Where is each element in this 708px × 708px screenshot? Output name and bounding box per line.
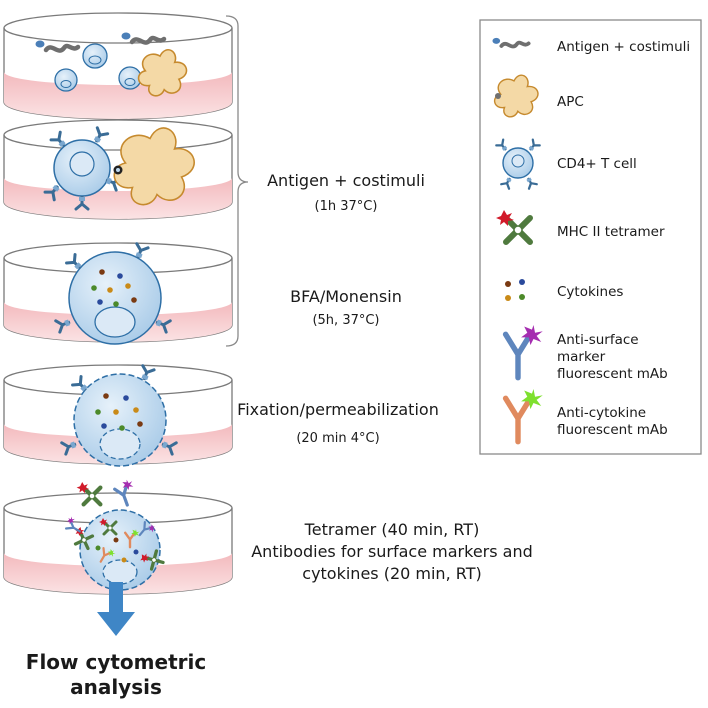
legend-item-cytokines: Cytokines bbox=[505, 279, 623, 301]
cytokines-icon bbox=[91, 269, 137, 307]
step-antigen-title: Antigen + costimuli bbox=[267, 171, 425, 190]
step-bfa-title: BFA/Monensin bbox=[290, 287, 402, 306]
dish-4-fixation bbox=[3, 364, 233, 467]
step-staining-line2: Antibodies for surface markers and bbox=[251, 542, 533, 561]
legend-label-cd4: CD4+ T cell bbox=[557, 156, 637, 172]
dish-3-bfa-monensin bbox=[3, 242, 233, 345]
step-fixation-title: Fixation/permeabilization bbox=[237, 400, 439, 419]
step-fixation-condition: (20 min 4°C) bbox=[296, 431, 379, 446]
legend-label-apc: APC bbox=[557, 94, 584, 110]
legend-box: Antigen + costimuli APC CD4+ T cell MHC … bbox=[479, 19, 702, 455]
legend-item-mhc: MHC II tetramer bbox=[496, 210, 665, 242]
dish-1-antigen-addition bbox=[3, 12, 233, 120]
final-label-line1: Flow cytometric bbox=[26, 650, 206, 674]
anti-cytokine-antibody-icon bbox=[502, 389, 543, 445]
legend-label-mhc: MHC II tetramer bbox=[557, 224, 665, 240]
step-staining-line1: Tetramer (40 min, RT) bbox=[304, 520, 480, 539]
legend-item-cd4: CD4+ T cell bbox=[495, 138, 637, 190]
bracket-icon bbox=[225, 15, 249, 347]
legend-label-antigen: Antigen + costimuli bbox=[557, 39, 690, 55]
legend-item-anti-cytokine: Anti-cytokine fluorescent mAb bbox=[502, 389, 668, 445]
anti-surface-antibody-icon bbox=[502, 325, 543, 381]
legend-label-anti-surface-2: marker bbox=[557, 349, 606, 365]
legend-label-anti-cytokine-2: fluorescent mAb bbox=[557, 422, 668, 438]
dish-2-antigen-presentation bbox=[3, 119, 233, 220]
legend-item-anti-surface: Anti-surface marker fluorescent mAb bbox=[502, 325, 668, 382]
cd4-t-cell-icon bbox=[79, 509, 161, 591]
step-antigen-condition: (1h 37°C) bbox=[315, 199, 378, 214]
cd4-t-cell-icon bbox=[73, 373, 167, 467]
legend-label-anti-surface-3: fluorescent mAb bbox=[557, 366, 668, 382]
legend-item-apc: APC bbox=[493, 74, 584, 118]
dish-5-staining bbox=[3, 476, 233, 595]
cytokines-icon bbox=[505, 279, 525, 301]
step-staining-line3: cytokines (20 min, RT) bbox=[302, 564, 481, 583]
legend-label-anti-surface-1: Anti-surface bbox=[557, 332, 639, 348]
legend-label-cytokines: Cytokines bbox=[557, 284, 623, 300]
cd4-t-cell-icon bbox=[68, 251, 162, 345]
legend-label-anti-cytokine-1: Anti-cytokine bbox=[557, 405, 646, 421]
step-bfa-condition: (5h, 37°C) bbox=[312, 313, 379, 328]
final-label-line2: analysis bbox=[70, 675, 162, 699]
legend-item-antigen: Antigen + costimuli bbox=[490, 36, 690, 55]
down-arrow-icon bbox=[97, 582, 135, 636]
